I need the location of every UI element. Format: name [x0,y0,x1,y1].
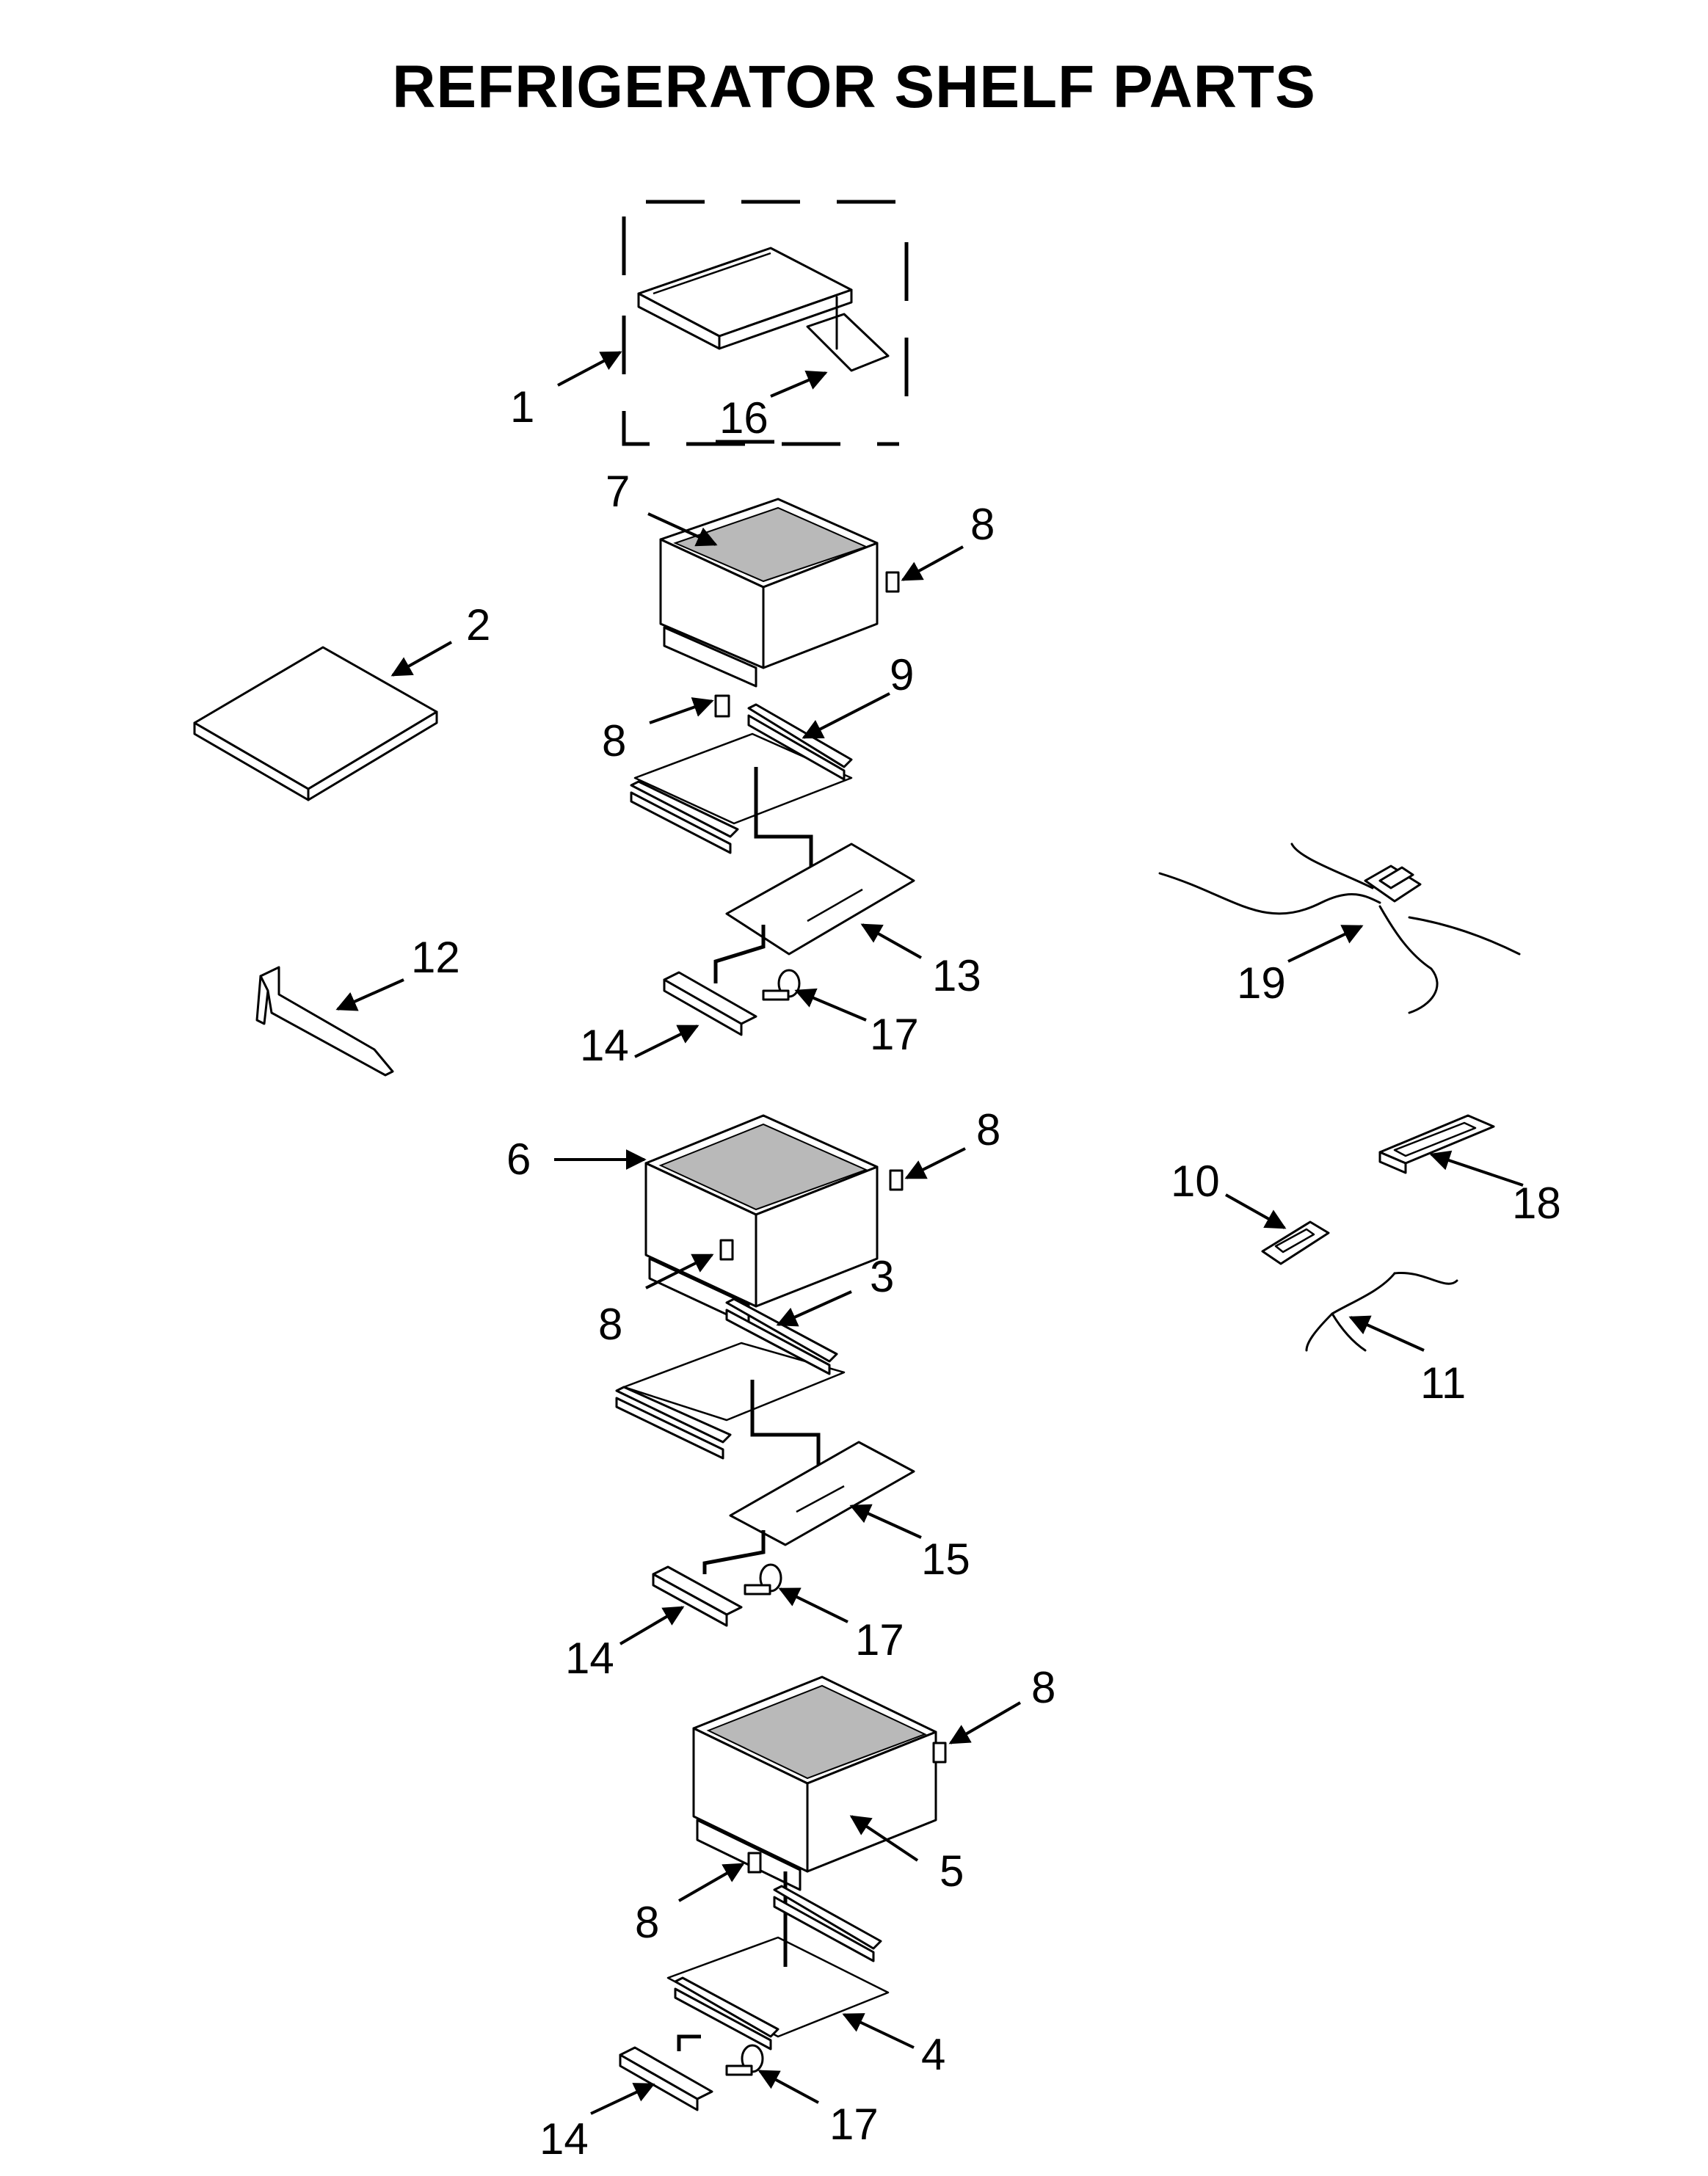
leader-arrows [335,351,1524,2115]
callout-6: 6 [506,1135,531,1184]
part-3-drawer-frame [615,1298,846,1460]
part-6-deli-drawer [644,1114,879,1326]
part-11-wire [1305,1271,1458,1352]
callout-19: 19 [1237,958,1286,1008]
callout-13: 13 [932,951,981,1000]
page-title: REFRIGERATOR SHELF PARTS [392,54,1316,120]
callout-7: 7 [606,467,630,516]
part-17-screw [725,2044,764,2076]
part-8-drawer-clip [714,694,730,718]
part-7-crisper-drawer [659,498,879,688]
callout-14: 14 [539,2114,589,2164]
dashed-assembly-box [622,200,909,446]
part-18-light-housing [1378,1114,1495,1174]
callout-14: 14 [580,1021,629,1070]
callout-18: 18 [1512,1179,1561,1228]
callout-8: 8 [976,1105,1000,1154]
part-10-light-module [1261,1220,1330,1265]
callout-16: 16 [719,393,768,443]
callout-8: 8 [1031,1663,1055,1712]
callout-12: 12 [411,933,460,982]
part-13-cover-plate [725,843,915,956]
connector-line [750,1380,821,1482]
part-15-cover-plate [729,1441,915,1546]
part-8-drawer-clip [747,1852,762,1874]
part-8-drawer-clip [719,1239,734,1261]
part-16-shelf-bracket [806,296,890,372]
callout-11: 11 [1420,1358,1466,1408]
part-12-divider [255,966,394,1077]
callout-17: 17 [870,1010,919,1059]
connector-line [702,1530,766,1574]
part-2-glass-shelf [193,646,438,801]
callout-9: 9 [890,650,914,699]
callout-15: 15 [921,1535,970,1584]
callout-10: 10 [1171,1157,1220,1206]
part-17-screw [762,969,801,1001]
callout-8: 8 [598,1300,622,1349]
callout-8: 8 [602,716,626,765]
callout-17: 17 [855,1615,904,1664]
part-14-slide-bracket [663,971,757,1036]
part-4-drawer-frame [666,1885,890,2051]
part-9-drawer-frame [630,703,853,854]
part-17-screw [744,1563,782,1595]
part-14-slide-bracket [652,1565,743,1627]
callout-8: 8 [635,1898,659,1947]
part-1-glass-shelf [637,247,853,350]
callout-2: 2 [466,600,490,649]
callout-3: 3 [870,1252,894,1301]
callout-8: 8 [970,500,995,549]
part-8-drawer-clip [885,571,900,593]
part-19-wire-harness [1158,843,1521,1014]
callout-17: 17 [829,2100,879,2149]
callout-1: 1 [510,382,534,432]
callout-5: 5 [940,1846,964,1896]
connector-line [754,767,813,888]
connector-line [677,2034,701,2051]
part-8-drawer-clip [932,1742,947,1764]
part-5-crisper-drawer [692,1675,937,1891]
connector-line [713,925,766,983]
callout-14: 14 [565,1634,614,1683]
part-8-drawer-clip [889,1169,904,1191]
callout-4: 4 [921,2030,945,2079]
part-14-slide-bracket [619,2046,713,2111]
